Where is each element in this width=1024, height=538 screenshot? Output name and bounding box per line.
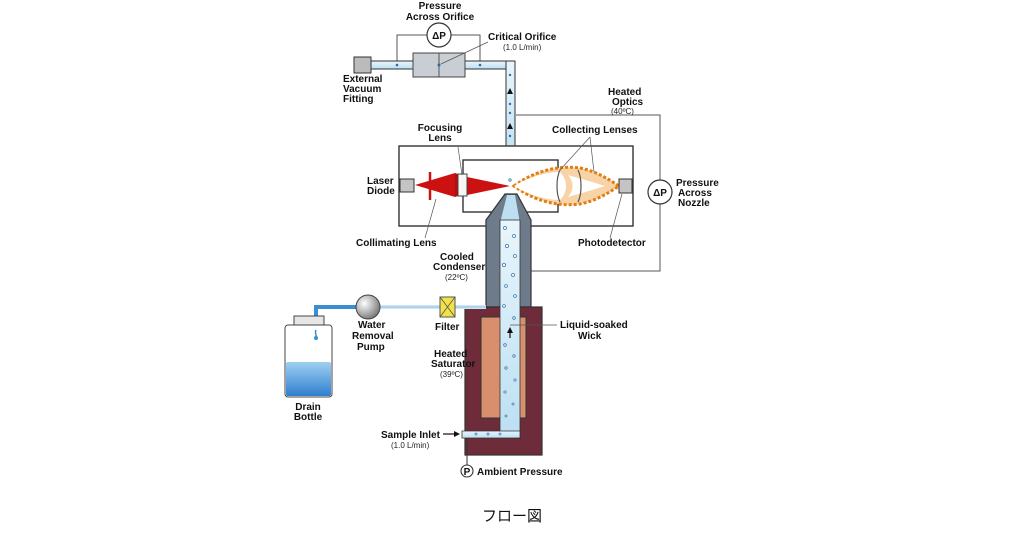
drain-bottle	[284, 315, 333, 398]
water-pump-label-3: Pump	[357, 342, 385, 353]
pressure-nozzle-label-3: Nozzle	[678, 198, 710, 209]
pressure-orifice-label-1: Pressure	[419, 1, 462, 12]
photodetector	[618, 178, 633, 194]
cooled-condenser-label-1: Cooled	[440, 252, 474, 263]
pressure-nozzle-label-2: Across	[678, 188, 712, 199]
laser-beam	[415, 173, 455, 197]
water-pump-label-1: Water	[358, 320, 386, 331]
cooled-condenser-label-2: Condenser	[433, 262, 485, 273]
figure-caption: フロー図	[481, 507, 542, 525]
p-symbol: P	[464, 467, 471, 478]
delta-p-gauge-nozzle	[647, 179, 673, 205]
water-removal-line	[314, 294, 486, 327]
focusing-lens	[457, 173, 468, 197]
drain-bottle-label-2: Bottle	[294, 412, 323, 423]
pressure-orifice-label-2: Across Orifice	[406, 12, 475, 23]
wick-label-2: Wick	[578, 331, 602, 342]
orifice-pressure-sensor: ΔP	[396, 22, 481, 62]
heated-saturator-temp: (39ºC)	[440, 370, 463, 379]
droplets	[474, 178, 517, 436]
laser-diode	[399, 178, 415, 193]
heated-saturator-label-2: Saturator	[431, 359, 476, 370]
critical-orifice-label: Critical Orifice	[488, 32, 557, 43]
heated-optics-temp: (40ºC)	[611, 107, 634, 116]
collimating-lens-label: Collimating Lens	[356, 238, 437, 249]
laser-diode-label-2: Diode	[367, 186, 395, 197]
ambient-pressure-label: Ambient Pressure	[477, 467, 563, 478]
focusing-lens-label-1: Focusing	[418, 123, 462, 134]
water-removal-pump	[355, 294, 381, 320]
heated-optics-label-2: Optics	[612, 97, 644, 108]
delta-p-gauge-orifice	[426, 22, 452, 48]
delta-p-symbol-nozzle: ΔP	[653, 188, 667, 199]
external-vacuum-fitting	[353, 56, 372, 74]
critical-orifice-flow: (1.0 L/min)	[503, 43, 542, 52]
nozzle-pressure-line-top	[516, 114, 661, 180]
filter-label: Filter	[435, 322, 460, 333]
ambient-pressure-gauge	[460, 464, 474, 478]
photodetector-label: Photodetector	[578, 238, 646, 249]
wick-label-1: Liquid-soaked	[560, 320, 628, 331]
collecting-lenses-label: Collecting Lenses	[552, 125, 638, 136]
cooled-condenser-temp: (22ºC)	[445, 273, 468, 282]
laser-diode-label-1: Laser	[367, 176, 394, 187]
heated-saturator-label-1: Heated	[434, 349, 467, 360]
collecting-lens-2	[577, 169, 582, 203]
drain-bottle-label-1: Drain	[295, 402, 321, 413]
nozzle-pressure-line-bottom	[531, 204, 661, 272]
external-vacuum-label-1: External	[343, 74, 383, 85]
sample-inlet-label: Sample Inlet	[381, 430, 441, 441]
collecting-lens-1	[556, 169, 561, 203]
sample-inlet-pipe	[461, 430, 521, 439]
vacuum-line	[353, 41, 516, 166]
sample-inlet-flow: (1.0 L/min)	[391, 441, 430, 450]
external-vacuum-label-2: Vacuum	[343, 84, 381, 95]
delta-p-symbol-orifice: ΔP	[432, 31, 446, 42]
external-vacuum-label-3: Fitting	[343, 94, 374, 105]
focusing-lens-label-2: Lens	[428, 133, 452, 144]
heated-optics-label-1: Heated	[608, 87, 641, 98]
water-pump-label-2: Removal	[352, 331, 394, 342]
pressure-nozzle-label-1: Pressure	[676, 178, 719, 189]
